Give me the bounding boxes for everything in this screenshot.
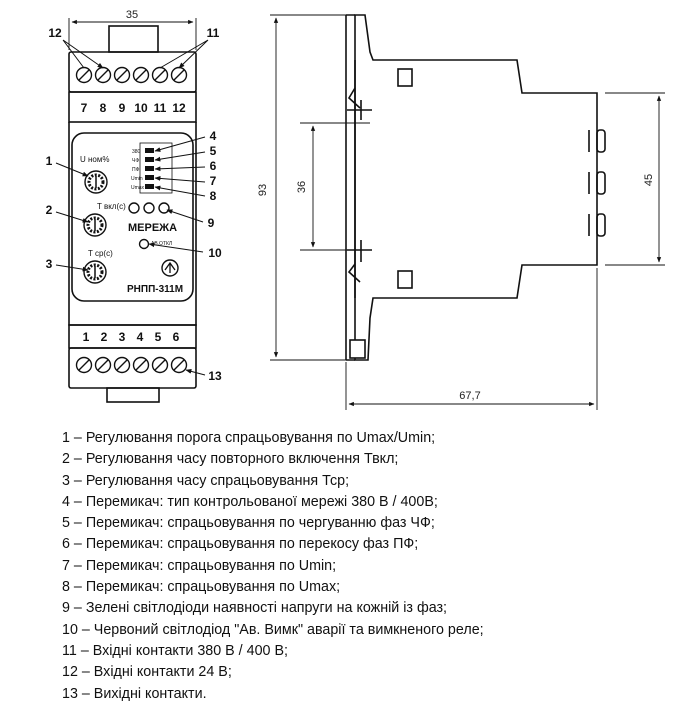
bottom-clip bbox=[106, 387, 160, 403]
dimension-depth-value: 67,7 bbox=[459, 390, 480, 402]
side-profile bbox=[354, 14, 598, 361]
terminal-number-10: 10 bbox=[134, 101, 148, 115]
legend-item-9: 9 – Зелені світлодіоди наявності напруги… bbox=[62, 600, 448, 617]
terminal-number-8: 8 bbox=[100, 101, 107, 115]
callout-4: 4 bbox=[210, 129, 217, 143]
callout-10: 10 bbox=[208, 246, 222, 260]
callout-5: 5 bbox=[210, 144, 217, 158]
callout-leaders bbox=[55, 39, 209, 376]
side-dimensions bbox=[270, 14, 665, 410]
switch-label-380: 380 bbox=[132, 149, 141, 155]
legend-item-8: 8 – Перемикач: спрацьовування по Umax; bbox=[62, 579, 341, 596]
legend-item-12: 12 – Вхідні контакти 24 В; bbox=[62, 664, 232, 681]
top-screws bbox=[75, 66, 188, 84]
legend-item-4: 4 – Перемикач: тип контрольованої мережі… bbox=[62, 493, 438, 510]
alarm-label: АВ.ОТКЛ bbox=[151, 241, 172, 247]
dimension-height-value: 93 bbox=[257, 184, 269, 196]
callout-12: 12 bbox=[48, 26, 62, 40]
dip-switch-7 bbox=[145, 175, 154, 180]
network-led-l2 bbox=[143, 202, 155, 214]
panel-contents: U ном% T вкл(с) T ср(с) 380 ЧФ ПФ Umin U… bbox=[80, 142, 183, 295]
dip-switch-8 bbox=[145, 184, 154, 189]
terminal-number-11: 11 bbox=[154, 101, 167, 115]
callout-13: 13 bbox=[208, 369, 222, 383]
top-number-strip bbox=[68, 91, 197, 123]
network-label: МЕРЕЖА bbox=[128, 222, 177, 234]
knob2-label: T вкл(с) bbox=[97, 202, 126, 211]
legend-item-6: 6 – Перемикач: спрацьовування по перекос… bbox=[62, 536, 419, 553]
terminal-number-9: 9 bbox=[119, 101, 126, 115]
callout-8: 8 bbox=[210, 189, 217, 203]
dimension-width bbox=[68, 18, 197, 50]
dimension-inner-value: 36 bbox=[296, 181, 308, 193]
knob3-label: T ср(с) bbox=[88, 249, 113, 258]
terminal-number-12: 12 bbox=[172, 101, 186, 115]
terminal-number-5: 5 bbox=[155, 330, 162, 344]
side-window-top bbox=[397, 68, 413, 87]
callout-3: 3 bbox=[46, 257, 53, 271]
legend-item-2: 2 – Регулювання часу повторного включенн… bbox=[62, 451, 399, 468]
switch-label-umax: Umax bbox=[131, 185, 145, 191]
side-window-bottom bbox=[397, 270, 413, 289]
legend-item-3: 3 – Регулювання часу спрацьовування Тср; bbox=[62, 472, 350, 489]
legend-item-13: 13 – Вихідні контакти. bbox=[62, 685, 207, 702]
alarm-led bbox=[138, 238, 150, 250]
dip-switch-5 bbox=[145, 157, 154, 162]
callout-2: 2 bbox=[46, 203, 53, 217]
callout-9: 9 bbox=[208, 216, 215, 230]
dip-switch-6 bbox=[145, 166, 154, 171]
terminal-number-4: 4 bbox=[137, 330, 144, 344]
network-led-l1 bbox=[128, 202, 140, 214]
legend-item-10: 10 – Червоний світлодіод "Ав. Вимк" авар… bbox=[62, 621, 484, 638]
callout-11: 11 bbox=[207, 26, 220, 40]
terminal-number-3: 3 bbox=[119, 330, 126, 344]
terminal-number-1: 1 bbox=[83, 330, 90, 344]
bottom-screws bbox=[75, 356, 188, 374]
dimension-width-value: 35 bbox=[126, 9, 138, 21]
terminal-number-6: 6 bbox=[173, 330, 180, 344]
legend-list: 1 – Регулювання порога спрацьовування по… bbox=[62, 428, 692, 705]
knob1-label: U ном% bbox=[80, 155, 109, 164]
legend-item-7: 7 – Перемикач: спрацьовування по Umin; bbox=[62, 557, 337, 574]
dimension-right-value: 45 bbox=[643, 174, 655, 186]
terminal-number-7: 7 bbox=[81, 101, 88, 115]
switch-label-chf: ЧФ bbox=[132, 158, 139, 164]
side-nub-3 bbox=[596, 213, 606, 237]
legend-item-5: 5 – Перемикач: спрацьовування по чергува… bbox=[62, 515, 435, 532]
side-nub-2 bbox=[596, 171, 606, 195]
device-drawing: 7 8 9 10 11 12 1 2 3 4 5 6 U ном% T вкл(… bbox=[46, 9, 665, 410]
switch-label-pf: ПФ bbox=[132, 167, 140, 173]
callout-1: 1 bbox=[46, 154, 53, 168]
side-view bbox=[345, 14, 606, 361]
brand-logo-icon bbox=[161, 259, 179, 277]
terminal-number-2: 2 bbox=[101, 330, 108, 344]
legend-item-11: 11 – Вхідні контакти 380 В / 400 В; bbox=[62, 642, 288, 659]
switch-label-umin: Umin bbox=[131, 176, 143, 182]
callout-6: 6 bbox=[210, 159, 217, 173]
dip-switch-4 bbox=[145, 148, 154, 153]
network-led-l3 bbox=[158, 202, 170, 214]
callout-7: 7 bbox=[210, 174, 217, 188]
side-nub-1 bbox=[596, 129, 606, 153]
legend-item-1: 1 – Регулювання порога спрацьовування по… bbox=[62, 430, 436, 446]
top-clip bbox=[108, 25, 159, 53]
model-label: РНПП-311М bbox=[127, 284, 183, 295]
